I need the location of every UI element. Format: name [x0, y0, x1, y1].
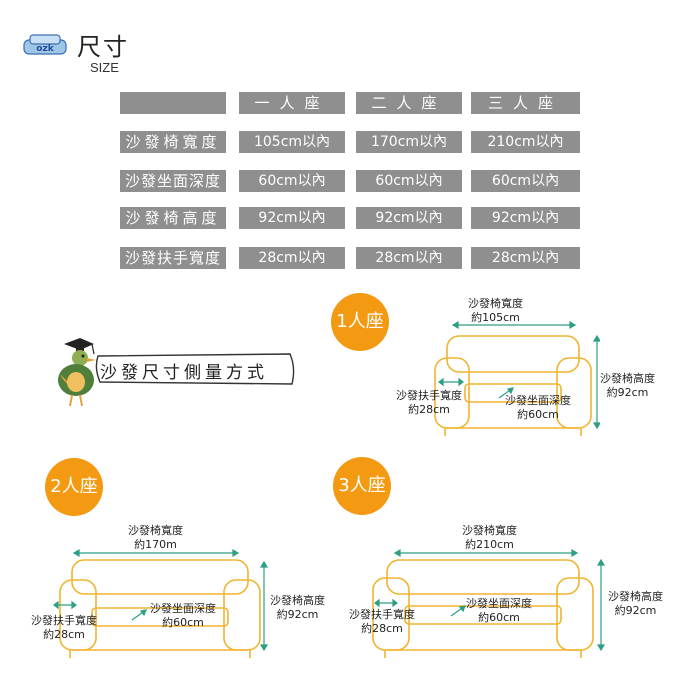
two-seat-width-title: 沙發椅寬度 — [128, 524, 183, 537]
table-cell: 92cm以內 — [471, 207, 580, 229]
two-seat-height-label: 沙發椅高度 約92cm — [270, 594, 325, 622]
one-seat-arm-title: 沙發扶手寬度 — [396, 389, 462, 402]
one-seat-width-title: 沙發椅寬度 — [468, 297, 523, 310]
one-seat-height-label: 沙發椅高度 約92cm — [600, 372, 655, 400]
sofa-logo-icon: ozk — [23, 34, 67, 55]
page-subtitle: SIZE — [90, 60, 119, 75]
three-seat-height-label: 沙發椅高度 約92cm — [608, 590, 663, 618]
table-cell: 92cm以內 — [356, 207, 462, 229]
three-seat-width-label: 沙發椅寬度 約210cm — [462, 524, 517, 552]
graduate-bird-icon — [58, 338, 96, 407]
one-seat-sofa-diagram — [434, 320, 600, 436]
three-seat-arm-value: 約28cm — [361, 622, 403, 635]
two-seat-sofa-diagram — [53, 548, 269, 658]
three-seat-sofa-diagram — [372, 548, 606, 658]
banner-text: 沙發尺寸側量方式 — [100, 363, 268, 383]
table-cell: 28cm以內 — [356, 247, 462, 269]
table-row-label: 沙發椅高度 — [120, 207, 226, 229]
two-seat-width-value: 約170m — [134, 538, 177, 551]
two-seat-height-value: 約92cm — [276, 608, 319, 621]
banner-frame — [95, 353, 295, 385]
two-seat-arm-label: 沙發扶手寬度 約28cm — [31, 614, 97, 642]
one-seat-depth-title: 沙發坐面深度 — [505, 394, 571, 407]
table-header-cell: 二人座 — [356, 92, 462, 114]
one-seat-height-title: 沙發椅高度 — [600, 372, 655, 385]
table-header-cell: 三人座 — [471, 92, 580, 114]
three-seat-depth-label: 沙發坐面深度 約60cm — [466, 597, 532, 625]
two-seat-arm-value: 約28cm — [43, 628, 85, 641]
three-seat-width-value: 約210cm — [465, 538, 514, 551]
table-cell: 210cm以內 — [471, 131, 580, 153]
three-seat-arm-title: 沙發扶手寬度 — [349, 608, 415, 621]
one-seat-arm-value: 約28cm — [408, 403, 450, 416]
three-seat-depth-value: 約60cm — [478, 611, 520, 624]
three-seat-arm-label: 沙發扶手寬度 約28cm — [349, 608, 415, 636]
one-seat-arm-label: 沙發扶手寬度 約28cm — [396, 389, 462, 417]
one-seat-width-value: 約105cm — [471, 311, 520, 324]
table-cell: 92cm以內 — [239, 207, 345, 229]
table-row-label: 沙發扶手寬度 — [120, 247, 226, 269]
three-seat-depth-title: 沙發坐面深度 — [466, 597, 532, 610]
table-cell: 28cm以內 — [239, 247, 345, 269]
table-cell: 60cm以內 — [356, 170, 462, 192]
table-cell: 60cm以內 — [239, 170, 345, 192]
two-seat-depth-title: 沙發坐面深度 — [150, 602, 216, 615]
badge-three-seat: 3人座 — [333, 457, 391, 515]
table-row-label: 沙發椅寬度 — [120, 131, 226, 153]
page-title: 尺寸 — [77, 33, 129, 61]
table-cell: 28cm以內 — [471, 247, 580, 269]
badge-one-seat: 1人座 — [331, 293, 389, 351]
two-seat-height-title: 沙發椅高度 — [270, 594, 325, 607]
two-seat-width-label: 沙發椅寬度 約170m — [128, 524, 183, 552]
one-seat-depth-value: 約60cm — [517, 408, 559, 421]
two-seat-depth-value: 約60cm — [162, 616, 204, 629]
two-seat-arm-title: 沙發扶手寬度 — [31, 614, 97, 627]
three-seat-height-value: 約92cm — [614, 604, 657, 617]
table-cell: 170cm以內 — [356, 131, 462, 153]
table-header-cell: 一人座 — [239, 92, 345, 114]
three-seat-height-title: 沙發椅高度 — [608, 590, 663, 603]
one-seat-height-value: 約92cm — [606, 386, 649, 399]
one-seat-depth-label: 沙發坐面深度 約60cm — [505, 394, 571, 422]
table-cell: 60cm以內 — [471, 170, 580, 192]
two-seat-depth-label: 沙發坐面深度 約60cm — [150, 602, 216, 630]
svg-text:ozk: ozk — [36, 44, 54, 54]
badge-two-seat: 2人座 — [45, 458, 103, 516]
one-seat-width-label: 沙發椅寬度 約105cm — [468, 297, 523, 325]
table-cell: 105cm以內 — [239, 131, 345, 153]
three-seat-width-title: 沙發椅寬度 — [462, 524, 517, 537]
table-header-cell — [120, 92, 226, 114]
table-row-label: 沙發坐面深度 — [120, 170, 226, 192]
